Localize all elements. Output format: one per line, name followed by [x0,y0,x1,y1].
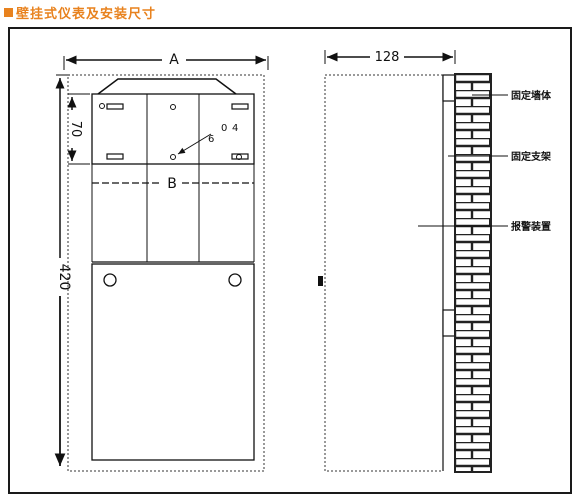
hole-label-0: 0 [221,123,227,134]
dimension-70: 70 [67,93,90,165]
callout-alarm: 报警装置 [511,220,551,233]
dimension-a-label: A [169,52,179,68]
title-bullet [4,7,13,17]
slot-top-left [106,103,124,110]
front-view: A 6 0 4 B [54,52,269,472]
hole-1 [99,103,105,109]
title-text: 壁挂式仪表及安装尺寸 [16,6,157,22]
drawing-frame [8,27,572,494]
side-knob [318,276,323,286]
page-title: 壁挂式仪表及安装尺寸 [4,3,157,22]
hole-callout-arrow [177,133,212,155]
side-bracket-top [442,74,456,102]
lower-panel [91,263,255,461]
side-body-outline [324,74,444,472]
hole-label-6: 6 [208,134,214,145]
dimension-70-label: 70 [68,121,83,138]
side-bracket-bottom [442,309,456,337]
dimension-b: B [91,166,255,194]
dimension-420: 420 [54,74,72,466]
hanging-hook [97,78,237,95]
dimension-a: A [63,52,269,70]
brick-wall [454,73,492,473]
dimension-420-label: 420 [56,264,72,291]
hole-label-4: 4 [232,123,238,134]
slot-top-right [231,103,249,110]
dimension-b-label: B [167,176,177,192]
hole-3 [236,154,242,160]
slot-bottom-left [106,153,124,160]
hole-4 [170,154,176,160]
dimension-128: 128 [324,50,456,65]
hole-2 [170,104,176,110]
callout-wall: 固定墙体 [511,89,552,102]
screw-right [228,273,242,287]
callout-bracket: 固定支架 [511,150,551,163]
instrument-body-outline [67,74,265,472]
screw-left [103,273,117,287]
side-view: 128 固定墙体 固定支架 报警装置 [318,50,552,473]
dimension-128-label: 128 [375,50,400,65]
